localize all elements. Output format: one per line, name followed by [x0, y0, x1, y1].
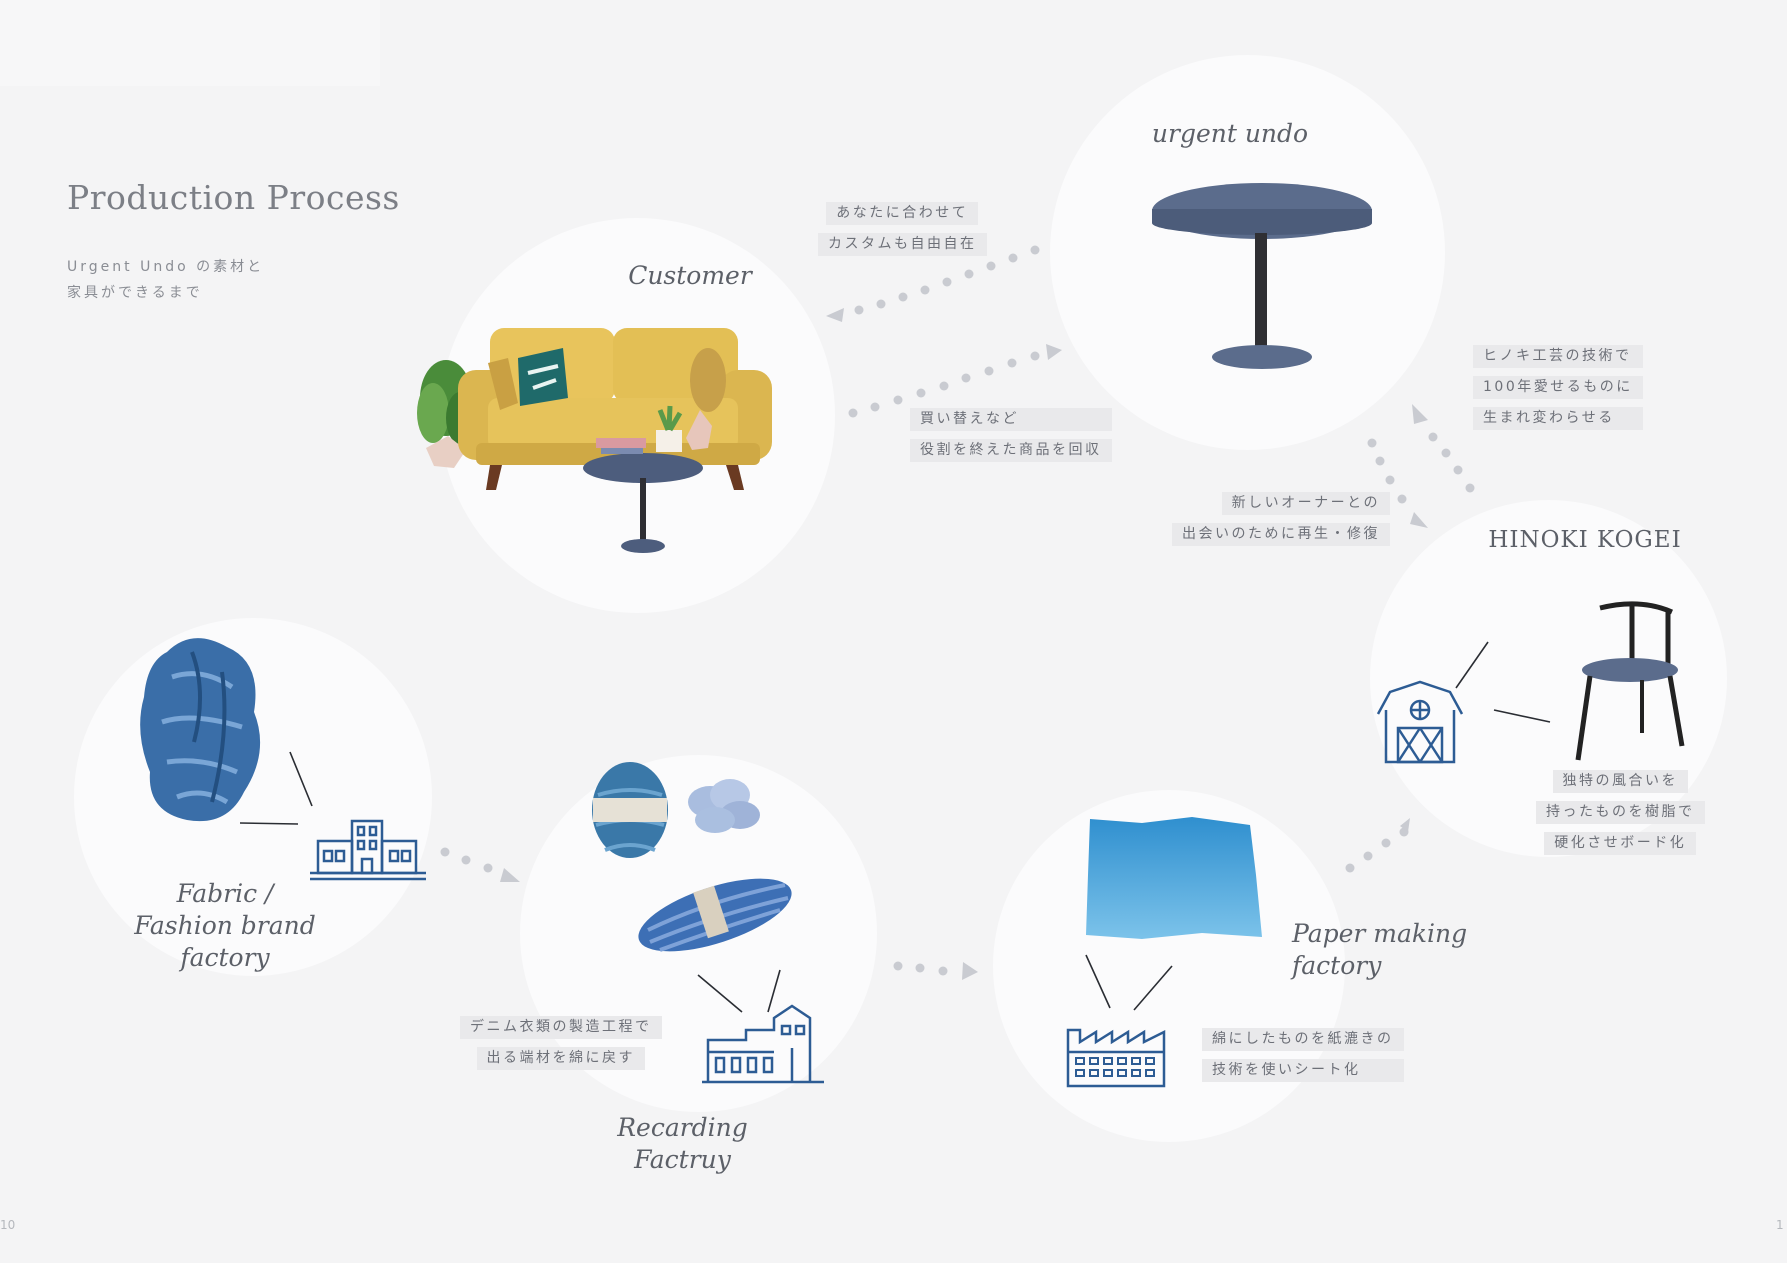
note-line: 出会いのために再生・修復: [1172, 523, 1390, 546]
paper-label-line: factory: [1292, 951, 1382, 980]
paper-label: Paper making factory: [1292, 918, 1482, 982]
recarding-label: Recarding Factruy: [600, 1112, 765, 1176]
recarding-label-line: Recarding: [617, 1113, 748, 1142]
barn-icon: [1376, 680, 1464, 764]
note-new-owner: 新しいオーナーとの 出会いのために再生・修復: [1172, 492, 1390, 546]
note-line: 生まれ変わらせる: [1473, 407, 1643, 430]
yarn-illustration: [592, 762, 792, 952]
note-line: 100年愛せるものに: [1473, 376, 1643, 399]
note-line: 硬化させボード化: [1544, 832, 1697, 855]
connector-line: [1133, 965, 1173, 1011]
factory-icon: [1066, 1028, 1166, 1088]
note-line: 独特の風合いを: [1552, 770, 1688, 793]
arrow-hinoki-to-urgent-undo: [1412, 404, 1475, 493]
arrow-urgent-undo-to-customer: [826, 245, 1040, 322]
subtitle-line: Urgent Undo の素材と: [67, 259, 265, 275]
connector-line: [767, 969, 781, 1013]
note-line: あなたに合わせて: [826, 202, 979, 225]
note-line: 新しいオーナーとの: [1221, 492, 1390, 515]
note-paper-tech: 綿にしたものを紙漉きの 技術を使いシート化: [1202, 1028, 1404, 1082]
note-line: カスタムも自由自在: [818, 233, 987, 256]
arrow-urgent-undo-to-hinoki: [1367, 438, 1428, 528]
note-board: 独特の風合いを 持ったものを樹脂で 硬化させボード化: [1536, 770, 1705, 855]
fabric-label-line: Fashion brand: [134, 911, 316, 940]
note-line: 持ったものを樹脂で: [1536, 801, 1705, 824]
small-factory-icon: [702, 1004, 824, 1084]
paper-sheet-illustration: [1086, 817, 1262, 939]
note-line: 綿にしたものを紙漉きの: [1202, 1028, 1404, 1051]
connector-line: [289, 751, 313, 807]
arrow-customer-to-urgent-undo: [848, 344, 1062, 418]
connector-line: [239, 822, 299, 825]
sofa-illustration: [417, 328, 772, 553]
note-custom: あなたに合わせて カスタムも自由自在: [818, 202, 987, 256]
page-title: Production Process: [67, 178, 400, 217]
hinoki-label: HINOKI KOGEI: [1488, 527, 1682, 553]
fabric-label-line: Fabric /: [176, 879, 274, 908]
connector-line: [1085, 954, 1111, 1009]
office-building-icon: [310, 819, 426, 881]
round-table-illustration: [1152, 183, 1372, 369]
connector-line: [697, 974, 743, 1013]
arrow-recarding-to-paper: [893, 961, 978, 980]
note-line: 技術を使いシート化: [1202, 1059, 1404, 1082]
note-collect: 買い替えなど 役割を終えた商品を回収: [910, 408, 1112, 462]
page-number-left: 10: [0, 1218, 16, 1232]
recarding-label-line: Factruy: [634, 1145, 731, 1174]
customer-label: Customer: [628, 261, 752, 290]
fabric-label: Fabric / Fashion brand factory: [110, 878, 340, 974]
chair-illustration: [1575, 601, 1685, 761]
connector-line: [1493, 709, 1551, 723]
node-urgent-undo: [1050, 55, 1445, 450]
urgent-undo-label: urgent undo: [1151, 119, 1309, 148]
node-hinoki-kogei: [1370, 500, 1727, 857]
note-line: 買い替えなど: [910, 408, 1112, 431]
arrow-paper-to-hinoki: [1345, 818, 1410, 873]
page-subtitle: Urgent Undo の素材と 家具ができるまで: [67, 254, 264, 306]
arrow-fabric-to-recarding: [440, 847, 520, 882]
note-denim: デニム衣類の製造工程で 出る端材を綿に戻す: [460, 1016, 662, 1070]
paper-label-line: Paper making: [1292, 919, 1468, 948]
subtitle-line: 家具ができるまで: [67, 285, 203, 301]
note-line: デニム衣類の製造工程で: [460, 1016, 662, 1039]
note-line: 役割を終えた商品を回収: [910, 439, 1112, 462]
fabric-label-line: factory: [180, 943, 270, 972]
connector-line: [1455, 641, 1489, 689]
note-line: 出る端材を綿に戻す: [476, 1047, 645, 1070]
denim-illustration: [140, 638, 261, 822]
page-number-right: 1: [1776, 1218, 1784, 1232]
page-corner-panel: [0, 0, 380, 86]
note-hinoki-tech: ヒノキ工芸の技術で 100年愛せるものに 生まれ変わらせる: [1473, 345, 1643, 430]
note-line: ヒノキ工芸の技術で: [1473, 345, 1643, 368]
